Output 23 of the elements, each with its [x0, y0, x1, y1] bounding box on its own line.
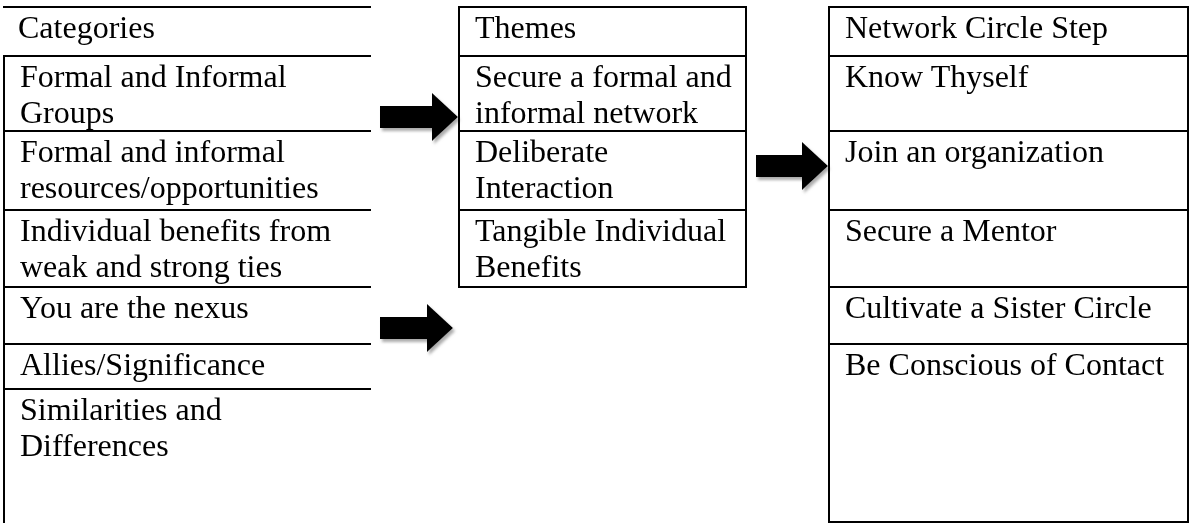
table-cell: Formal and Informal Groups	[3, 57, 371, 132]
table-cell: Individual benefits from weak and strong ties	[3, 211, 371, 288]
table	[828, 6, 1189, 523]
table	[458, 6, 747, 288]
block-arrow	[380, 304, 453, 352]
block-arrow	[380, 93, 458, 141]
table-cell: Be Conscious of Contact	[830, 345, 1187, 523]
block-arrow	[756, 142, 828, 190]
column-header: Themes	[460, 8, 745, 57]
table	[3, 6, 371, 523]
table-cell: Cultivate a Sister Circle	[830, 288, 1187, 345]
table-cell: Allies/Significance	[3, 345, 371, 390]
table-cell: Tangible Individual Benefits	[460, 211, 745, 288]
table-cell: You are the nexus	[3, 288, 371, 345]
table-cell: Join an organization	[830, 132, 1187, 211]
table-cell: Similarities and Differences	[3, 390, 371, 523]
table-cell: Secure a formal and informal network	[460, 57, 745, 132]
column-header: Network Circle Step	[830, 8, 1187, 57]
table-cell: Formal and informal resources/opportunities	[3, 132, 371, 211]
table-cell: Secure a Mentor	[830, 211, 1187, 288]
column-header: Categories	[3, 8, 371, 57]
table-cell: Know Thyself	[830, 57, 1187, 132]
table-cell: Deliberate Interaction	[460, 132, 745, 211]
